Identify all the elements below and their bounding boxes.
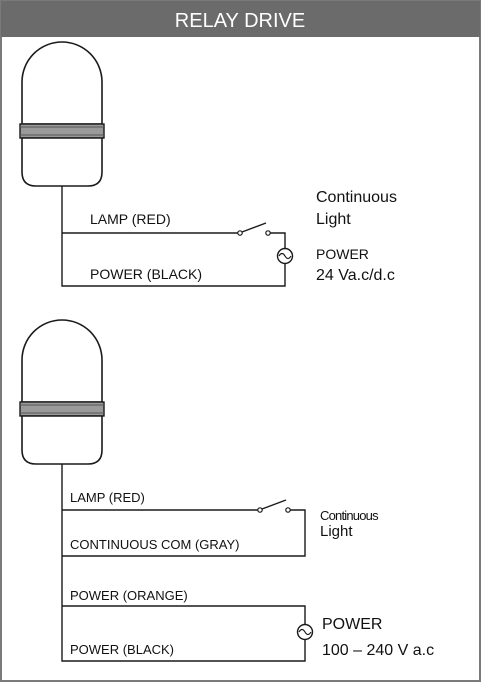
lamp-dome [21, 319, 103, 403]
signal-lamp-icon [19, 319, 105, 465]
lamp-dome [21, 41, 103, 125]
header-title: RELAY DRIVE [175, 10, 305, 32]
power-label-line2: 100 – 240 V a.c [322, 642, 434, 659]
wire-label-lamp-red: LAMP (RED) [70, 490, 145, 505]
wire-label-power-black: POWER (BLACK) [90, 266, 202, 282]
switch-icon [257, 499, 291, 513]
diagram-100-240v: LAMP (RED) CONTINUOUS COM (GRAY) POWER (… [19, 319, 434, 662]
wire-label-power-black: POWER (BLACK) [70, 642, 174, 657]
output-label-line1: Continuous [320, 508, 379, 523]
ac-source-icon [296, 623, 314, 641]
output-label-line2: Light [316, 211, 351, 228]
signal-lamp-icon [19, 41, 105, 187]
wire-label-continuous-com: CONTINUOUS COM (GRAY) [70, 537, 239, 552]
switch-icon [237, 222, 271, 236]
header-bar [1, 1, 480, 37]
power-label-line1: POWER [322, 616, 382, 633]
output-label-line2: Light [320, 523, 353, 540]
wire-power-orange [62, 605, 306, 624]
lamp-base [21, 415, 103, 465]
wire-label-power-orange: POWER (ORANGE) [70, 588, 188, 603]
power-label-line1: POWER [316, 246, 369, 262]
output-label-line1: Continuous [316, 189, 397, 206]
wire-continuous-com [62, 509, 306, 557]
wire-trunk [61, 464, 306, 662]
ac-source-icon [276, 247, 294, 265]
wire-switch-to-source [270, 232, 286, 249]
power-label-line2: 24 Va.c/d.c [316, 267, 395, 284]
diagram-24v: LAMP (RED) POWER (BLACK) Continuous Ligh… [19, 41, 397, 287]
wire-lamp-red [61, 186, 286, 287]
lamp-band [19, 123, 105, 139]
lamp-band [19, 401, 105, 417]
wire-label-lamp-red: LAMP (RED) [90, 211, 171, 227]
lamp-base [21, 137, 103, 187]
